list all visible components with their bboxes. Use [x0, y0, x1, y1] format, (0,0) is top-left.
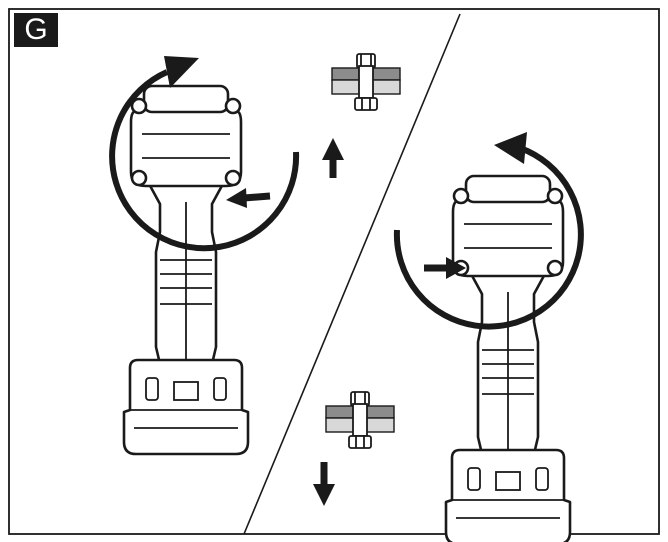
counterclockwise-rotation-arrow: [393, 145, 584, 330]
right-push-arrow: [424, 257, 466, 279]
left-drill-illustration: [122, 84, 250, 456]
figure-frame: [8, 8, 660, 535]
left-push-arrow: [226, 188, 271, 208]
figure-label-badge: G: [14, 13, 58, 47]
bolt-loosen-illustration: [325, 391, 395, 449]
counterclockwise-arrowhead: [494, 132, 527, 164]
fastener-up-arrow: [322, 138, 344, 178]
clockwise-rotation-arrow: [109, 69, 300, 252]
right-drill-illustration: [444, 174, 572, 542]
panel-divider: [243, 13, 461, 535]
fastener-down-arrow: [313, 462, 335, 506]
bolt-tighten-illustration: [331, 53, 401, 111]
clockwise-arrowhead: [164, 56, 199, 88]
